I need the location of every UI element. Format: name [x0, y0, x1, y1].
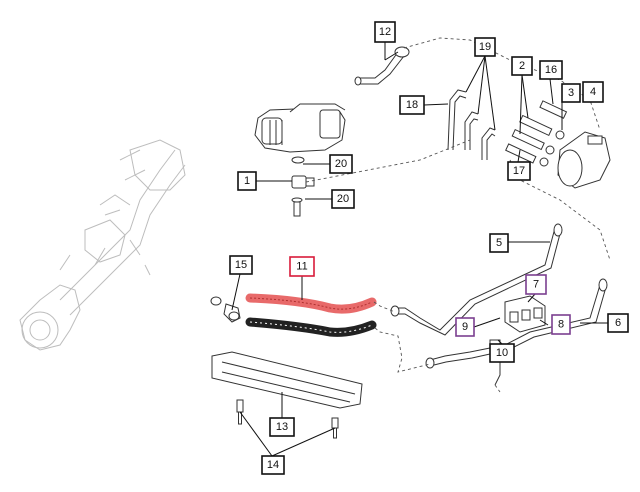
callout-14: 14 — [261, 455, 285, 475]
bracket-part-13 — [211, 351, 363, 409]
callout-16: 16 — [539, 60, 563, 80]
svg-text:19: 19 — [479, 41, 491, 53]
svg-text:4: 4 — [590, 86, 596, 98]
svg-text:14: 14 — [267, 459, 279, 471]
callout-4: 4 — [582, 81, 604, 103]
hose-black — [245, 317, 377, 337]
callout-11-highlighted: 11 — [289, 256, 315, 277]
hose-part-11-highlighted — [245, 293, 377, 314]
callout-8-purple: 8 — [551, 314, 571, 335]
callout-15: 15 — [229, 255, 253, 275]
callout-17: 17 — [507, 161, 531, 181]
steering-unit — [254, 103, 346, 164]
callout-20-bottom: 20 — [331, 189, 355, 209]
callout-19: 19 — [474, 37, 496, 57]
svg-text:6: 6 — [615, 317, 621, 329]
svg-text:12: 12 — [379, 26, 391, 38]
svg-text:1: 1 — [244, 175, 250, 187]
svg-text:9: 9 — [462, 321, 468, 333]
callout-5: 5 — [489, 233, 509, 253]
callout-6: 6 — [607, 313, 629, 333]
svg-text:15: 15 — [235, 259, 247, 271]
pipes-part-18-19 — [447, 89, 496, 160]
callout-1: 1 — [237, 171, 257, 191]
svg-text:10: 10 — [496, 347, 508, 359]
pipes-part-5-6 — [390, 223, 608, 386]
callout-18: 18 — [399, 95, 425, 115]
svg-text:5: 5 — [496, 237, 502, 249]
svg-text:20: 20 — [335, 158, 347, 170]
callout-20-top: 20 — [329, 154, 353, 174]
callout-10: 10 — [489, 343, 515, 363]
callout-13: 13 — [269, 417, 295, 437]
callout-3: 3 — [561, 83, 581, 103]
valve-part-4 — [557, 131, 611, 189]
fitting-part-15 — [210, 296, 241, 323]
pipe-part-12 — [354, 46, 410, 86]
callout-12: 12 — [374, 21, 396, 43]
axle-assembly-ghost — [19, 139, 186, 351]
fitting-part-1 — [291, 175, 315, 217]
svg-text:18: 18 — [406, 99, 418, 111]
leader-lines — [231, 42, 608, 457]
svg-text:11: 11 — [296, 261, 307, 273]
svg-text:3: 3 — [568, 87, 574, 99]
svg-text:2: 2 — [519, 60, 525, 72]
callout-7-purple: 7 — [525, 274, 547, 295]
svg-text:8: 8 — [558, 319, 564, 331]
svg-text:17: 17 — [513, 165, 525, 177]
svg-text:20: 20 — [337, 193, 349, 205]
callout-9-purple: 9 — [455, 317, 475, 337]
fittings-part-2-16-17 — [505, 100, 568, 167]
svg-text:16: 16 — [545, 64, 557, 76]
svg-text:7: 7 — [533, 279, 539, 291]
svg-text:13: 13 — [276, 421, 288, 433]
callout-2: 2 — [511, 56, 533, 76]
